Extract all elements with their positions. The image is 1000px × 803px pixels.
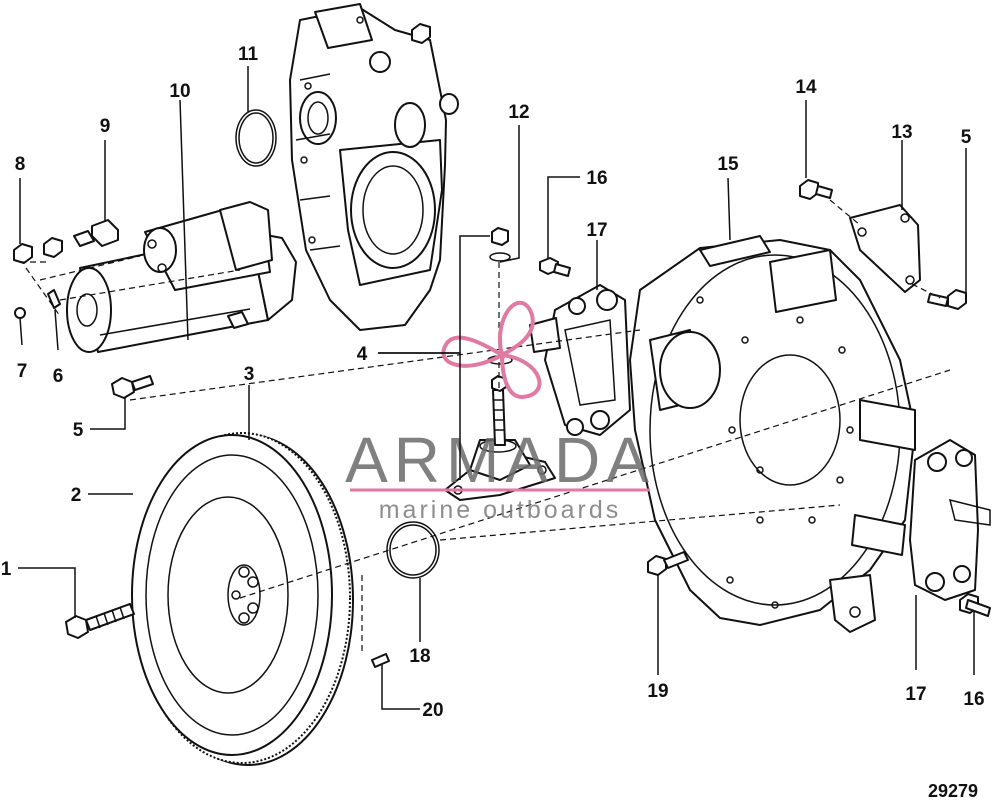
callout-8: 8 — [15, 154, 26, 175]
callout-7: 7 — [17, 361, 28, 382]
callout-15: 15 — [717, 154, 739, 175]
starter-motor — [66, 201, 297, 353]
callout-1: 1 — [1, 559, 12, 580]
flywheel-bolt — [65, 603, 135, 639]
callout-17-bottom: 17 — [905, 684, 926, 705]
timing-cover — [289, 3, 447, 331]
starter-bolt — [111, 375, 154, 399]
callout-11: 11 — [238, 44, 259, 65]
mount-bracket-center — [529, 257, 631, 436]
callout-2: 2 — [71, 485, 82, 506]
engine-mount — [444, 227, 556, 501]
callouts: 1 2 3 4 5 5 6 7 8 9 10 11 12 13 14 15 16… — [1, 44, 985, 721]
o-ring-small — [235, 109, 277, 167]
callout-16-bottom: 16 — [963, 689, 984, 710]
callout-10: 10 — [169, 81, 190, 102]
watermark-brand: ARMADA — [345, 424, 655, 496]
mount-bracket-right — [909, 439, 991, 617]
reference-number: 29279 — [928, 781, 978, 801]
callout-5-left: 5 — [73, 420, 84, 441]
callout-3: 3 — [244, 364, 255, 385]
axis-line — [239, 369, 951, 599]
callout-18: 18 — [409, 646, 430, 667]
plugs — [411, 23, 459, 115]
watermark-tagline: marine outboards — [379, 496, 622, 524]
callout-14: 14 — [795, 77, 817, 98]
callout-9: 9 — [100, 116, 111, 137]
housing-bolt — [647, 551, 689, 576]
callout-13: 13 — [891, 122, 912, 143]
callout-4: 4 — [357, 344, 368, 365]
starter-hardware — [13, 219, 241, 319]
callout-17-top: 17 — [586, 220, 607, 241]
watermark: ARMADA marine outboards — [345, 300, 655, 524]
callout-19: 19 — [647, 681, 668, 702]
callout-6: 6 — [53, 366, 64, 387]
o-ring-large — [386, 521, 440, 579]
leader-lines — [18, 66, 975, 710]
callout-16-top: 16 — [586, 168, 607, 189]
callout-5-right: 5 — [961, 127, 972, 148]
flywheel — [131, 432, 354, 766]
bracket-13 — [799, 179, 967, 310]
watermark-propeller-icon — [441, 300, 542, 400]
callout-20: 20 — [422, 700, 443, 721]
callout-12: 12 — [508, 102, 529, 123]
flywheel-housing — [629, 235, 916, 633]
dowel-pin — [371, 653, 390, 668]
